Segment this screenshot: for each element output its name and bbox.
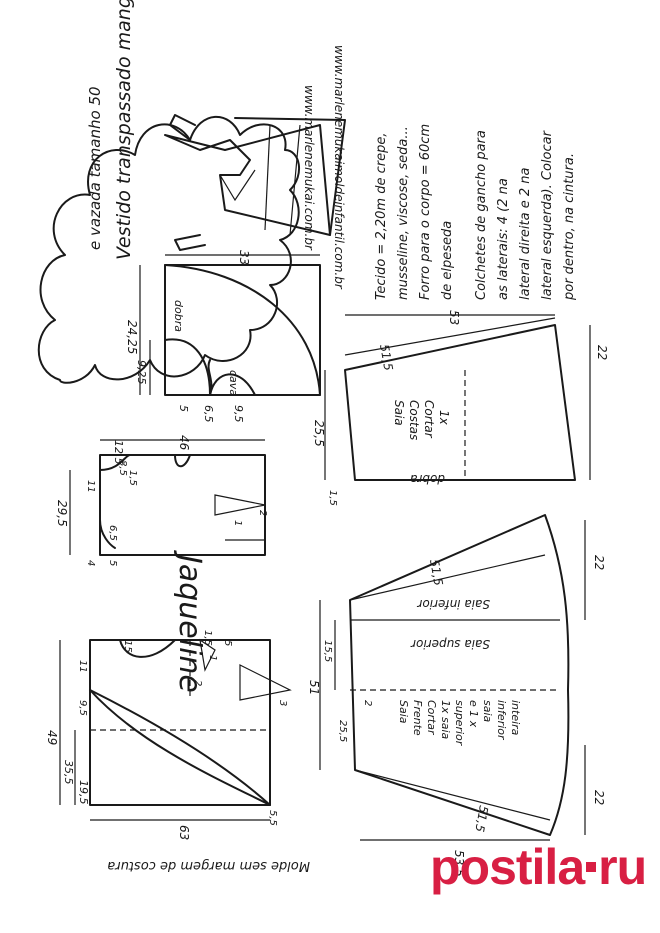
skirt-front-upper-label: Saia superior xyxy=(410,637,490,651)
back-dim-b: 8,5 xyxy=(117,460,128,476)
materials-line: Forro para o corpo = 60cm xyxy=(418,124,433,300)
sleeve-dim-c: 6,5 xyxy=(202,405,215,423)
materials-line: as laterais: 4 (2 na xyxy=(496,178,511,300)
back-dim-c: 1 xyxy=(232,520,243,526)
signature-text: Jaqueline xyxy=(172,550,207,693)
title-cloud xyxy=(37,115,300,384)
skirt-front-dim-hem-bottom: 22 xyxy=(592,790,606,805)
front-bodice-piece: 63 49 35,5 19,5 9,5 11 15 1,5 2 3 5,5 1 … xyxy=(45,630,292,840)
skirt-front-label: Cortar xyxy=(425,700,438,736)
no-seam-note-text: Molde sem margem de costura xyxy=(107,858,310,873)
skirt-front-label: e 1 x xyxy=(467,700,480,728)
front-dim-a: 35,5 xyxy=(62,760,75,785)
back-dim-f: 4 xyxy=(85,560,96,566)
skirt-front-piece: 53,5 51,5 51,5 22 22 51 15,5 25,5 2 Saia… xyxy=(307,514,606,877)
materials-line: por dentro, na cintura. xyxy=(562,153,577,301)
materials-line: lateral direita e 2 na xyxy=(518,167,533,300)
skirt-back-piece: 53 51,5 22 25,5 1,5 Saia Costas Cortar 1… xyxy=(312,310,609,506)
skirt-front-dim-slant-bottom: 51,5 xyxy=(472,804,490,833)
back-dim-a: 11 xyxy=(85,480,96,493)
title-block: Vestido transpassado manga e vazada tama… xyxy=(37,0,346,384)
title-line-2: e vazada tamanho 50 xyxy=(86,86,104,250)
skirt-front-label: saia xyxy=(481,700,494,723)
materials-line: musseline, viscose, seda... xyxy=(396,126,411,300)
sleeve-dim-height: 24,25 xyxy=(125,320,139,354)
front-dim-g: 2 xyxy=(192,680,203,686)
materials-line: Colchetes de gancho para xyxy=(474,130,489,300)
materials-block: Tecido = 2,20m de crepe, musseline, visc… xyxy=(374,124,577,301)
watermark-suffix: ru xyxy=(598,839,647,895)
front-dim-c: 9,5 xyxy=(77,700,88,716)
front-dim-j: 1 xyxy=(207,655,218,661)
front-dim-e: 15 xyxy=(122,640,133,653)
back-dim-width: 46 xyxy=(177,435,191,451)
skirt-back-label: Costas xyxy=(407,400,421,440)
skirt-back-dim-slant: 51,5 xyxy=(377,343,395,372)
sleeve-piece: 33 24,25 9,25 5 6,5 9,5 dobra cava xyxy=(125,250,321,423)
skirt-front-dim-top: 53,5 xyxy=(452,850,466,877)
watermark-dot xyxy=(586,862,597,872)
back-dim-h: 1,5 xyxy=(127,470,138,486)
sleeve-dim-d: 9,5 xyxy=(232,405,245,423)
skirt-front-label: inferior xyxy=(495,700,508,741)
skirt-front-dim-h1: 51 xyxy=(307,680,321,695)
sleeve-cava-label: cava xyxy=(227,370,240,396)
skirt-back-dim-height: 25,5 xyxy=(312,420,326,447)
back-dim-e: 2 xyxy=(257,510,268,516)
front-dim-h: 3 xyxy=(277,700,288,706)
skirt-front-label: 1x saia xyxy=(439,700,452,740)
title-line-1: Vestido transpassado manga xyxy=(113,0,135,260)
skirt-front-dim-h2: 15,5 xyxy=(322,640,333,662)
skirt-back-dim-small: 1,5 xyxy=(327,490,338,506)
sleeve-dim-b: 5 xyxy=(177,405,190,412)
back-dim-d: 5 xyxy=(107,560,118,566)
skirt-front-label: Frente xyxy=(411,700,424,736)
back-bodice-piece: 46 12,5 29,5 11 8,5 1 5 2 4 6,5 1,5 xyxy=(55,435,268,566)
materials-line: de elpeseda xyxy=(440,221,455,300)
front-dim-i: 5,5 xyxy=(267,810,278,826)
skirt-front-label: superior xyxy=(453,700,466,747)
url-main: www.marlenemukai.com.br xyxy=(302,85,316,251)
materials-line: Tecido = 2,20m de crepe, xyxy=(374,133,389,300)
back-dim-top: 12,5 xyxy=(112,440,125,465)
skirt-front-lower-label: Saia inferior xyxy=(416,597,490,611)
front-dim-f: 1,5 xyxy=(202,630,213,646)
back-dim-height: 29,5 xyxy=(55,500,69,527)
skirt-front-label: Saia xyxy=(397,700,410,724)
sleeve-dim-width: 33 xyxy=(237,250,251,265)
skirt-back-fold-label: dobra xyxy=(410,472,445,486)
back-dim-g: 6,5 xyxy=(107,525,118,541)
front-dim-height: 49 xyxy=(45,730,59,745)
sleeve-dim-a: 9,25 xyxy=(135,360,148,385)
watermark-text: postila xyxy=(430,839,585,895)
front-dim-k: 5 xyxy=(222,640,233,646)
skirt-back-dim-top: 53 xyxy=(447,310,461,325)
skirt-front-dim-slant-top: 51,5 xyxy=(427,558,445,587)
skirt-back-label: Saia xyxy=(392,400,406,426)
skirt-front-label: inteira xyxy=(509,700,522,736)
front-dim-d: 11 xyxy=(77,660,88,673)
sleeve-fold-label: dobra xyxy=(172,300,185,332)
skirt-back-label: Cortar xyxy=(422,400,436,439)
skirt-front-dim-mark: 2 xyxy=(362,700,373,706)
skirt-front-dim-h3: 25,5 xyxy=(337,720,348,742)
front-dim-b: 19,5 xyxy=(77,780,90,805)
dress-sketch xyxy=(164,114,346,251)
skirt-back-label: 1x xyxy=(437,410,451,426)
front-dim-width: 63 xyxy=(177,825,191,840)
materials-line: lateral esquerda). Colocar xyxy=(540,129,555,300)
no-seam-note: Molde sem margem de costura xyxy=(107,858,310,873)
skirt-front-dim-hem-top: 22 xyxy=(592,555,606,570)
skirt-back-dim-hem: 22 xyxy=(595,345,609,360)
signature: Jaqueline xyxy=(172,550,207,693)
